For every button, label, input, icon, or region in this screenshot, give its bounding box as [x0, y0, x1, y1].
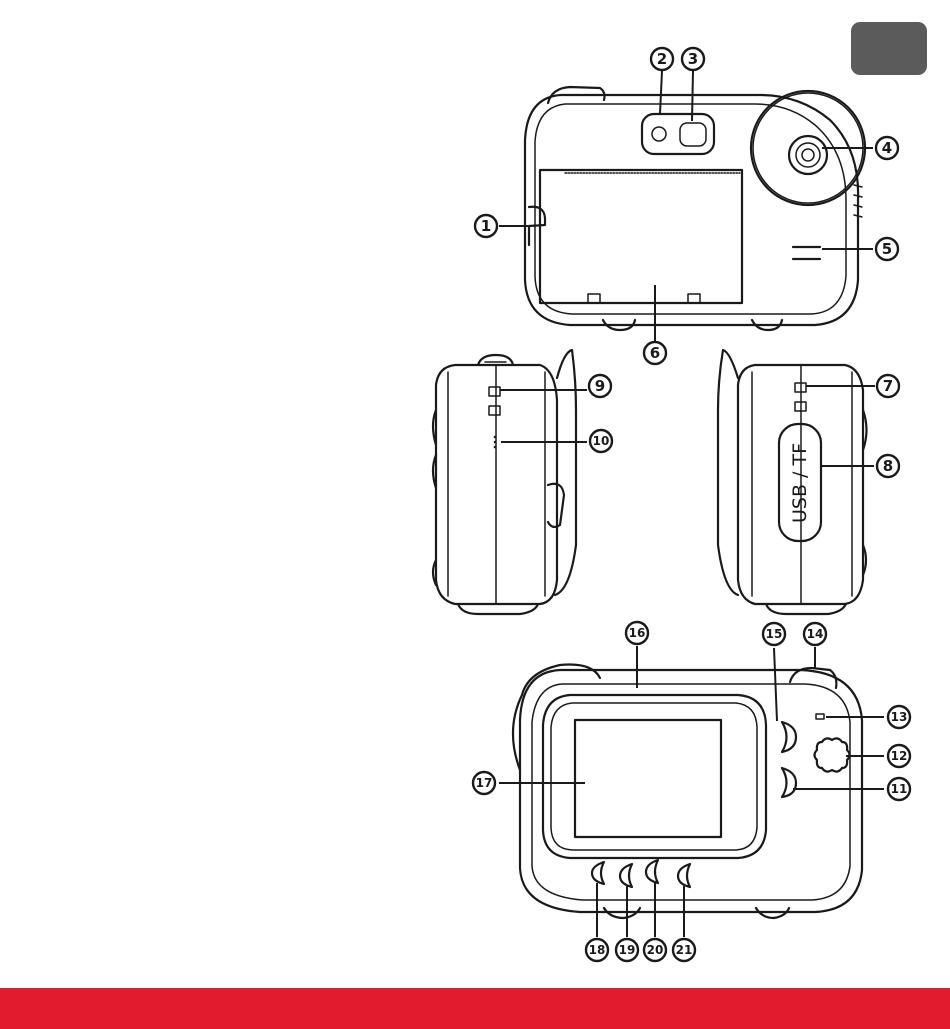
- callout-17: 17: [473, 772, 495, 794]
- footer-bar: [0, 988, 950, 1029]
- callout-16: 16: [626, 622, 648, 644]
- svg-text:16: 16: [629, 626, 646, 640]
- callout-21: 21: [673, 939, 695, 961]
- callout-13: 13: [888, 706, 910, 728]
- callout-11: 11: [888, 778, 910, 800]
- svg-text:6: 6: [650, 344, 660, 362]
- callout-1: 1: [475, 215, 497, 237]
- svg-text:17: 17: [476, 776, 493, 790]
- camera-front-view: [525, 87, 865, 330]
- callout-12: 12: [888, 745, 910, 767]
- callout-10: 10: [590, 430, 612, 452]
- usb-tf-port-label: USB / TF: [789, 443, 811, 523]
- svg-text:5: 5: [882, 240, 892, 258]
- callout-4: 4: [876, 137, 898, 159]
- callout-9: 9: [589, 375, 611, 397]
- callout-8: 8: [877, 455, 899, 477]
- callout-15: 15: [763, 623, 785, 645]
- svg-text:1: 1: [481, 217, 491, 235]
- svg-text:7: 7: [883, 377, 893, 395]
- svg-text:11: 11: [891, 782, 908, 796]
- callout-2: 2: [651, 48, 673, 70]
- svg-text:13: 13: [891, 710, 908, 724]
- callout-3: 3: [682, 48, 704, 70]
- callout-14: 14: [804, 623, 826, 645]
- svg-text:18: 18: [589, 943, 606, 957]
- svg-text:8: 8: [883, 457, 893, 475]
- svg-text:3: 3: [688, 50, 698, 68]
- camera-back-view: [513, 665, 862, 918]
- svg-text:14: 14: [807, 627, 824, 641]
- svg-text:12: 12: [891, 749, 908, 763]
- svg-text:21: 21: [676, 943, 693, 957]
- svg-text:9: 9: [595, 377, 605, 395]
- svg-text:4: 4: [882, 139, 892, 157]
- svg-text:20: 20: [647, 943, 664, 957]
- svg-text:15: 15: [766, 627, 783, 641]
- callout-5: 5: [876, 238, 898, 260]
- svg-text:2: 2: [657, 50, 667, 68]
- callout-20: 20: [644, 939, 666, 961]
- svg-text:19: 19: [619, 943, 636, 957]
- callout-18: 18: [586, 939, 608, 961]
- callout-6: 6: [644, 342, 666, 364]
- callout-19: 19: [616, 939, 638, 961]
- svg-text:10: 10: [593, 434, 610, 448]
- callout-7: 7: [877, 375, 899, 397]
